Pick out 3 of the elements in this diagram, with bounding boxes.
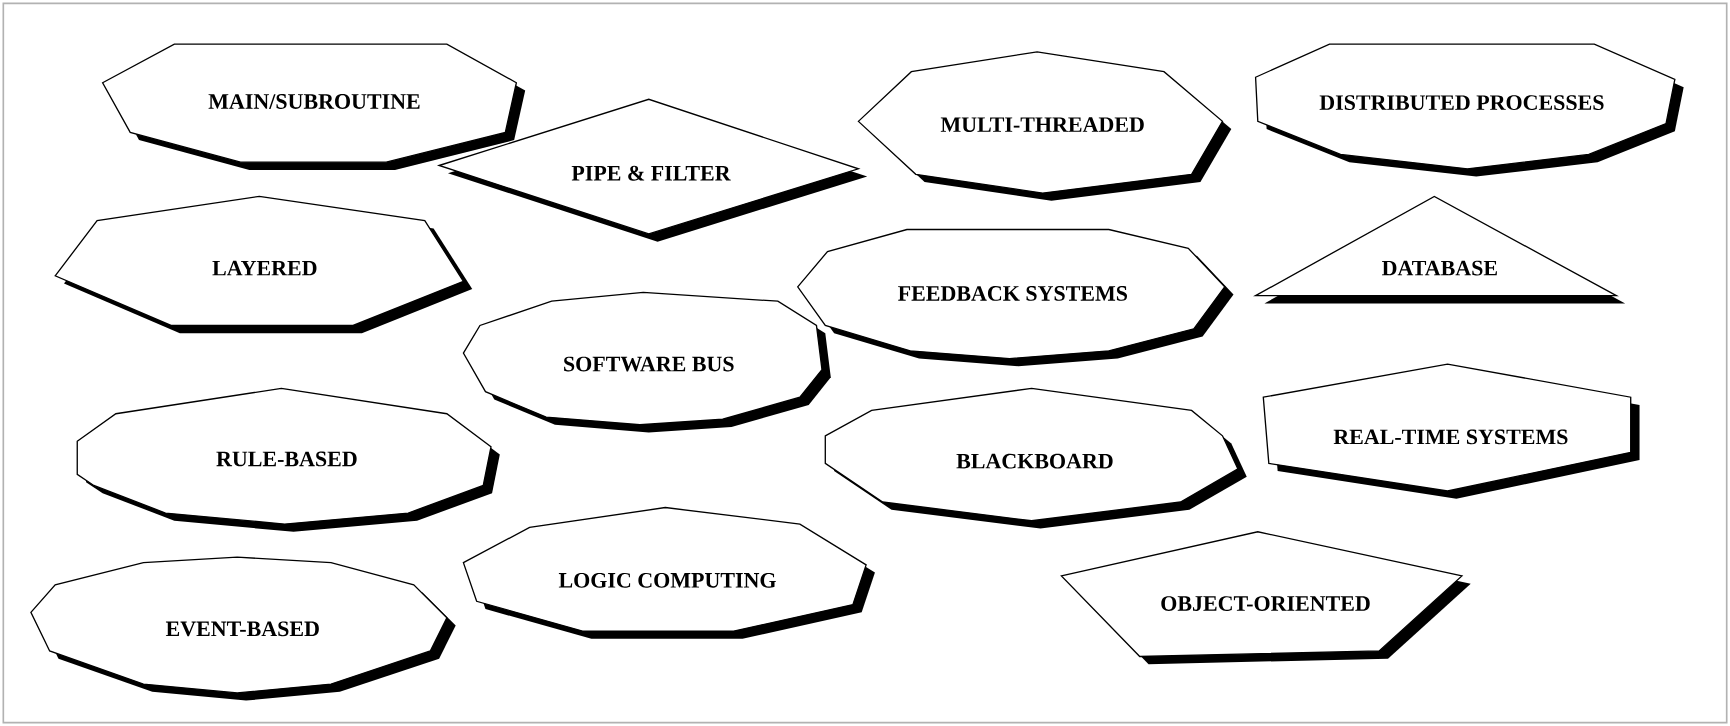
shape-label: FEEDBACK SYSTEMS — [898, 286, 1128, 301]
shape-label: PIPE & FILTER — [571, 165, 731, 181]
shape-label: DATABASE — [1382, 260, 1497, 276]
